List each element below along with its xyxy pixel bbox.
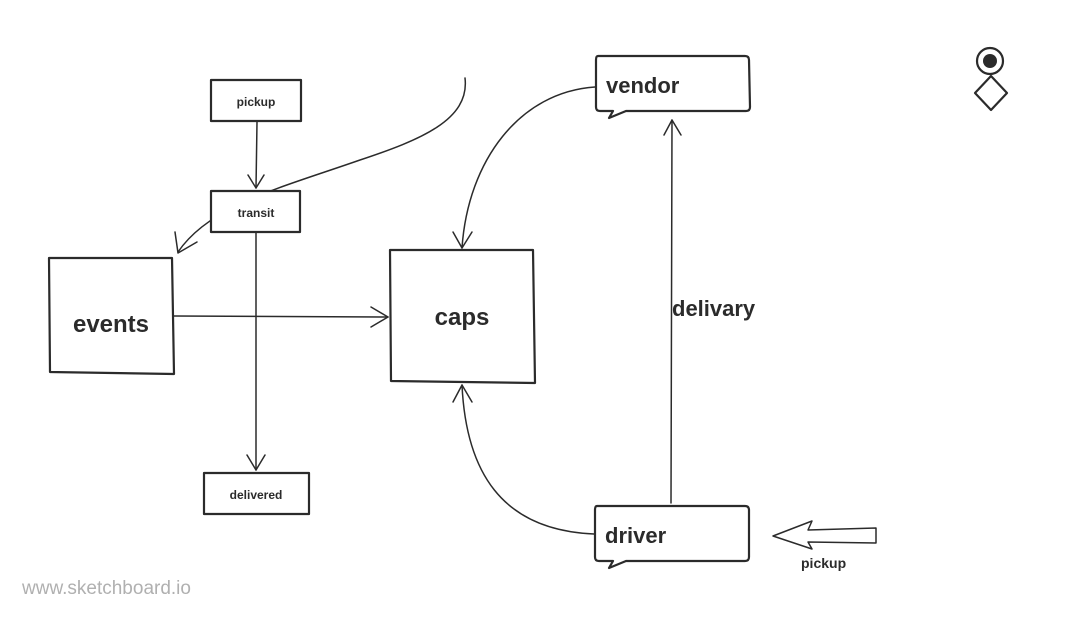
legend-symbols [973, 46, 1009, 112]
node-driver-bubble [593, 504, 751, 570]
edge-label-pickup: pickup [801, 555, 846, 571]
edge-driver-vendor [670, 119, 673, 504]
arrowhead [174, 231, 198, 254]
node-transit[interactable]: transit [209, 189, 302, 234]
arrowhead [247, 174, 265, 189]
edge-events-caps [173, 315, 389, 318]
node-pickup-label: pickup [237, 95, 276, 109]
node-caps[interactable]: caps [388, 248, 537, 385]
node-events-label: events [73, 311, 149, 338]
node-caps-box [388, 248, 537, 385]
node-events-box [47, 256, 176, 376]
node-delivered-box [202, 471, 311, 516]
node-delivered[interactable]: delivered [202, 471, 311, 516]
node-pickup-box [209, 78, 303, 123]
block-arrow-icon [772, 520, 877, 550]
node-caps-label: caps [435, 304, 490, 331]
decision-diamond-icon [973, 74, 1009, 112]
edge-label-delivary: delivary [672, 296, 756, 321]
node-driver[interactable]: driver [593, 504, 751, 570]
node-events[interactable]: events [47, 256, 176, 376]
connectors [173, 77, 877, 550]
node-pickup[interactable]: pickup [209, 78, 303, 123]
node-vendor-label: vendor [606, 73, 680, 98]
watermark: www.sketchboard.io [21, 578, 191, 599]
arrowhead [246, 454, 266, 471]
node-vendor-bubble [594, 54, 752, 120]
node-driver-label: driver [605, 523, 667, 548]
arrowhead [663, 119, 682, 136]
edge-driver-caps [461, 384, 595, 535]
arrowhead [452, 231, 473, 249]
edge-pickup-transit [255, 121, 258, 189]
arrowhead [370, 306, 389, 328]
node-transit-box [209, 189, 302, 234]
node-delivered-label: delivered [230, 488, 283, 502]
arrowhead [452, 384, 473, 403]
start-state-dot-icon [983, 54, 997, 68]
node-transit-label: transit [238, 206, 275, 220]
node-vendor[interactable]: vendor [594, 54, 752, 120]
edge-vendor-caps [461, 86, 596, 249]
